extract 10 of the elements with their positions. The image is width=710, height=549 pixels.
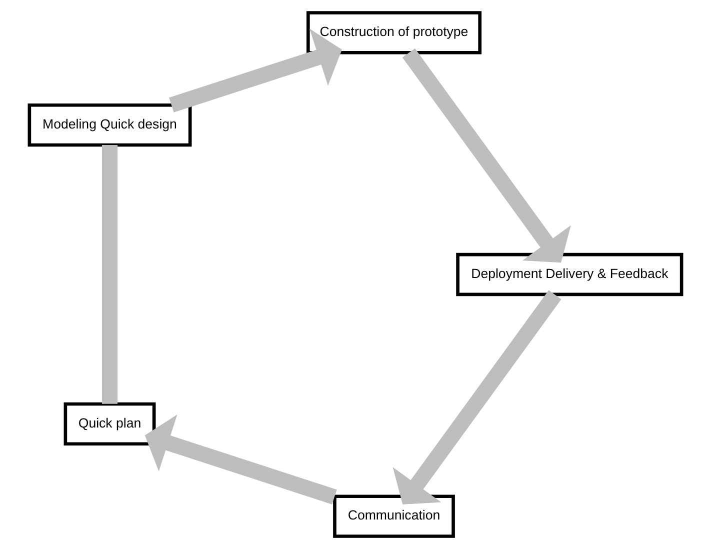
node-box: Construction of prototype (306, 11, 482, 54)
node-box: Deployment Delivery & Feedback (456, 252, 683, 296)
node-box: Modeling Quick design (27, 103, 192, 147)
node-box: Communication (332, 494, 454, 538)
arrow (402, 48, 570, 263)
arrow (144, 414, 336, 504)
arrow (392, 290, 561, 504)
arrow (168, 28, 342, 112)
connector (102, 145, 117, 404)
node-box: Quick plan (63, 402, 156, 446)
